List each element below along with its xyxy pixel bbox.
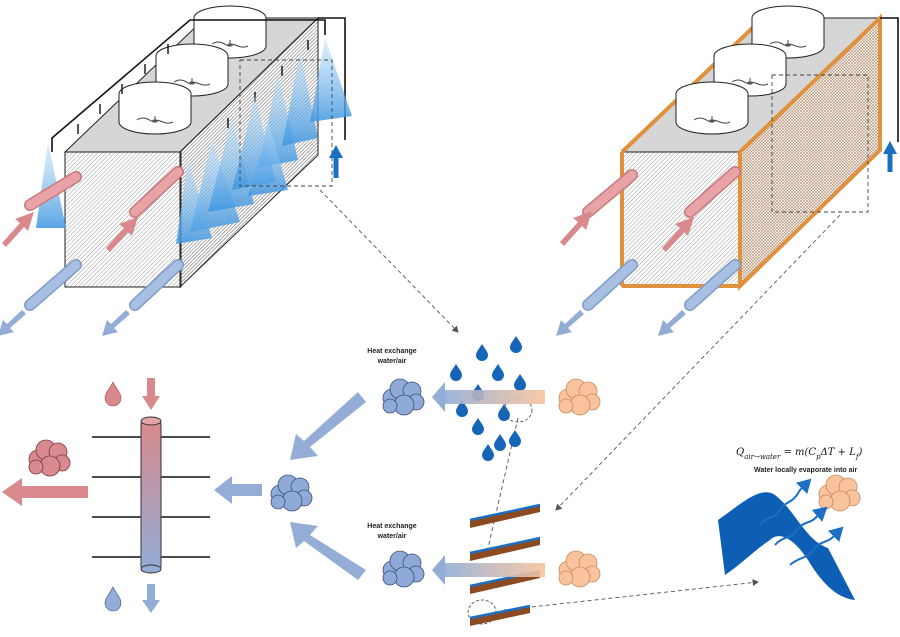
water-supply-arrow bbox=[883, 141, 897, 172]
flow-arrow-icon bbox=[214, 476, 262, 504]
merge-flow bbox=[214, 392, 366, 580]
droplet-detail: Heat exchange water/air bbox=[367, 336, 601, 461]
hot-air-inlet bbox=[560, 166, 741, 252]
air-cloud-icon bbox=[382, 550, 425, 588]
water-drop-icon bbox=[510, 336, 522, 353]
flow-arrow-icon bbox=[290, 522, 366, 580]
water-spray bbox=[36, 38, 352, 244]
water-drop-icon bbox=[476, 344, 488, 361]
flow-arrow-icon bbox=[2, 478, 88, 506]
fan-icon bbox=[675, 81, 749, 135]
flow-arrow-icon bbox=[290, 392, 366, 460]
air-cloud-icon bbox=[818, 474, 861, 512]
water-drop-icon bbox=[104, 586, 122, 612]
heat-formula: Qair→water = m(CpΔT + Lf) bbox=[736, 447, 862, 461]
vapor-arrows bbox=[759, 478, 844, 566]
evaporation-note: Water locally evaporate into air bbox=[754, 467, 857, 474]
heat-exchange-label: water/air bbox=[377, 358, 407, 365]
flow-arrow-icon bbox=[142, 584, 160, 613]
pad-fin bbox=[469, 536, 541, 561]
pad-fin bbox=[469, 604, 531, 626]
water-drop-icon bbox=[492, 364, 504, 381]
heat-exchanger-coil bbox=[2, 378, 210, 613]
spray-pipe bbox=[51, 19, 326, 152]
pad-fin bbox=[469, 503, 541, 528]
pad-detail: Heat exchange water/air bbox=[367, 503, 601, 626]
heat-exchange-label: water/air bbox=[377, 533, 407, 540]
cool-air-outlet bbox=[0, 259, 184, 336]
air-cloud-icon bbox=[558, 550, 601, 588]
coil-tube bbox=[140, 419, 162, 571]
flow-arrow-icon bbox=[142, 378, 160, 410]
heat-exchange-label: Heat exchange bbox=[367, 348, 417, 355]
water-drop-icon bbox=[472, 418, 484, 435]
hot-air-inlet bbox=[2, 166, 184, 252]
fan-icon bbox=[118, 81, 192, 135]
water-drop-icon bbox=[482, 444, 494, 461]
water-drop-icon bbox=[104, 381, 122, 407]
air-cloud-icon bbox=[28, 439, 71, 477]
zoom-region bbox=[239, 59, 333, 187]
water-supply-arrow bbox=[329, 145, 343, 178]
evaporation-detail: Qair→water = m(CpΔT + Lf) Water locally … bbox=[718, 447, 862, 600]
air-cloud-icon bbox=[270, 474, 313, 512]
water-drop-icon bbox=[450, 364, 462, 381]
cooler-front-face bbox=[621, 151, 741, 287]
zoom-region bbox=[771, 74, 869, 213]
cooler-front-face bbox=[64, 151, 182, 288]
air-cloud-icon bbox=[382, 378, 425, 416]
water-drop-icon bbox=[509, 430, 521, 447]
cool-air-outlet bbox=[556, 259, 741, 336]
water-sheet bbox=[718, 492, 855, 600]
water-drop-icon bbox=[514, 374, 526, 391]
flow-arrow-icon bbox=[445, 563, 545, 577]
flow-arrow-icon bbox=[445, 390, 545, 404]
spray-cooler bbox=[0, 5, 352, 336]
pad-cooler bbox=[556, 5, 899, 336]
heat-exchange-label: Heat exchange bbox=[367, 523, 417, 530]
air-cloud-icon bbox=[558, 378, 601, 416]
water-drop-icon bbox=[494, 434, 506, 451]
